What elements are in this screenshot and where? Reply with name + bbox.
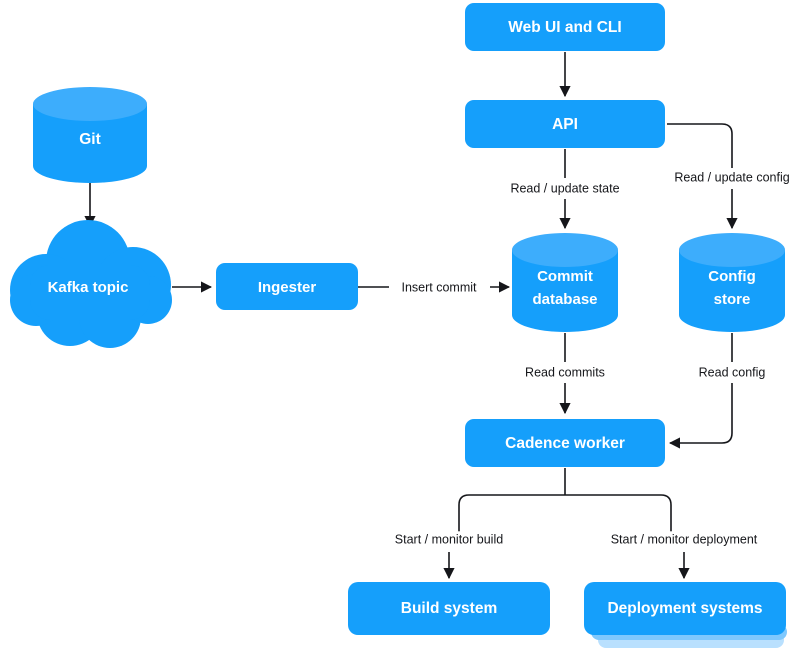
node-label-web-ui-and-cli: Web UI and CLI [508, 19, 621, 36]
node-label-commit-database-line2: database [532, 291, 597, 308]
node-label-build-system: Build system [401, 600, 497, 617]
node-commit-database[interactable]: Commit database [512, 233, 618, 332]
node-git[interactable]: Git [33, 87, 147, 183]
node-label-ingester: Ingester [258, 279, 317, 296]
edge-cadence-to-deployment-systems: Start / monitor deployment [605, 531, 763, 580]
edge-label-read-update-state: Read / update state [510, 181, 619, 195]
edge-config-store-to-cadence-worker: Read config [668, 333, 771, 449]
edge-cadence-to-build-system: Start / monitor build [389, 531, 509, 580]
node-build-system[interactable]: Build system [348, 582, 550, 635]
edge-label-backdrop [389, 531, 509, 548]
edge-label-read-update-config: Read / update config [674, 170, 789, 184]
node-label-cadence-worker: Cadence worker [505, 435, 625, 452]
edge-api-to-config-store: Read / update config [667, 123, 795, 230]
edge-label-read-commits: Read commits [525, 365, 605, 379]
edge-api-to-commit-database: Read / update state [505, 149, 625, 230]
edge-cadence-fork [458, 468, 672, 538]
edge-label-read-config: Read config [699, 365, 766, 379]
node-web-ui-and-cli[interactable]: Web UI and CLI [465, 3, 665, 51]
node-ingester[interactable]: Ingester [216, 263, 358, 310]
edge-label-start-monitor-deployment: Start / monitor deployment [611, 532, 758, 546]
edge-label-backdrop [605, 531, 763, 548]
edge-label-backdrop [520, 364, 610, 381]
node-label-config-store-line1: Config [708, 268, 755, 285]
node-kafka-topic[interactable]: Kafka topic [10, 220, 172, 348]
node-label-config-store-line2: store [714, 291, 751, 308]
node-config-store[interactable]: Config store [679, 233, 785, 332]
node-cadence-worker[interactable]: Cadence worker [465, 419, 665, 467]
edge-label-insert-commit: Insert commit [401, 280, 477, 294]
edge-label-start-monitor-build: Start / monitor build [395, 532, 503, 546]
node-label-kafka-topic: Kafka topic [48, 279, 129, 296]
node-api[interactable]: API [465, 100, 665, 148]
node-label-commit-database-line1: Commit [537, 268, 593, 285]
edge-label-backdrop [396, 279, 483, 296]
edge-label-backdrop [693, 364, 771, 381]
node-deployment-systems[interactable]: Deployment systems [584, 582, 787, 648]
edge-label-backdrop [669, 169, 795, 186]
node-label-deployment-systems: Deployment systems [607, 600, 762, 617]
node-label-git: Git [79, 131, 101, 148]
edge-label-backdrop [505, 180, 625, 197]
edge-ingester-to-commit-database: Insert commit [358, 279, 511, 296]
edge-commit-database-to-cadence-worker: Read commits [520, 333, 610, 415]
node-label-api: API [552, 116, 578, 133]
